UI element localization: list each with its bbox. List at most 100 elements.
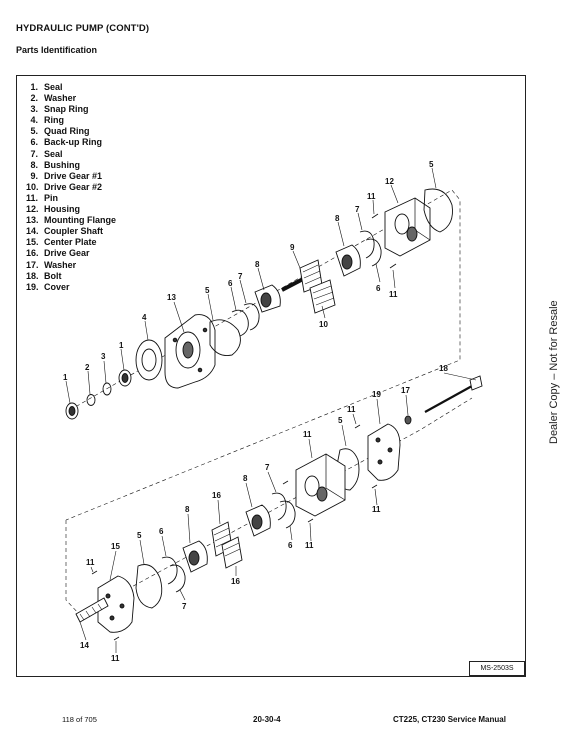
page-title: HYDRAULIC PUMP (CONT'D): [16, 23, 150, 34]
housing-part: [295, 453, 346, 517]
back-up-ring-part: [161, 556, 178, 585]
exploded-pump-diagram: 1 2 3 1 4 13 5 6 7 8 9 10 8 7 11 12 5 6 …: [63, 160, 483, 663]
quad-ring-part: [135, 564, 163, 609]
callout-11: 11: [389, 290, 398, 299]
legend-item: 15. Center Plate: [26, 237, 116, 248]
callout-14: 14: [80, 641, 89, 650]
legend-item-number: 12.: [26, 204, 39, 215]
back-up-ring-part: [365, 238, 382, 267]
legend-item-label: Bolt: [44, 270, 62, 281]
callout-7: 7: [238, 272, 243, 281]
callout-9: 9: [290, 243, 295, 252]
legend-item-label: Mounting Flange: [44, 215, 116, 226]
callout-16: 16: [231, 577, 240, 586]
pin-part: [91, 570, 98, 575]
legend-item-number: 11.: [26, 192, 39, 203]
callout-7: 7: [182, 602, 187, 611]
callout-8: 8: [185, 505, 190, 514]
legend-item-number: 3.: [30, 104, 38, 115]
mounting-flange-part: [164, 314, 216, 389]
seal-ring-part: [359, 230, 375, 259]
callout-10: 10: [319, 320, 328, 329]
legend-item-number: 16.: [26, 248, 39, 259]
legend-item-number: 1.: [30, 82, 38, 92]
legend-item-label: Center Plate: [44, 237, 97, 248]
legend-item: 2.Washer: [26, 93, 116, 104]
callout-5: 5: [429, 160, 434, 169]
bushing-part: [245, 504, 271, 537]
legend-item: 14.Coupler Shaft: [26, 226, 116, 237]
legend-item-label: Pin: [44, 192, 59, 203]
callout-6: 6: [228, 279, 233, 288]
legend-item-number: 19.: [26, 281, 39, 292]
callout-11: 11: [305, 541, 314, 550]
callout-6: 6: [288, 541, 293, 550]
back-up-ring-part: [231, 309, 249, 337]
seal-ring-part: [243, 303, 260, 331]
legend-item: 9. Drive Gear #1: [26, 171, 116, 182]
legend-item-number: 17.: [26, 259, 39, 270]
bushing-part: [335, 244, 361, 277]
legend-item-number: 8.: [30, 159, 38, 170]
pin-part: [389, 263, 397, 269]
washer-part: [86, 394, 96, 406]
quad-ring-part: [209, 319, 241, 356]
section-subtitle: Parts Identification: [16, 45, 98, 55]
legend-item-label: Back-up Ring: [44, 137, 103, 148]
quad-ring-part: [423, 188, 453, 233]
legend-item-number: 9.: [30, 170, 38, 181]
page-number: 20-30-4: [253, 715, 281, 724]
figure-frame: [16, 75, 526, 677]
housing-part: [384, 197, 431, 257]
pin-part: [371, 213, 379, 219]
callout-2: 2: [85, 363, 90, 372]
callout-11: 11: [372, 505, 381, 514]
legend-item: 6.Back-up Ring: [26, 137, 116, 148]
legend-item-label: Drive Gear #1: [44, 170, 103, 181]
callout-1: 1: [63, 373, 68, 382]
callout-16: 16: [212, 491, 221, 500]
bushing-part: [182, 540, 208, 573]
callout-6: 6: [159, 527, 164, 536]
legend-item-number: 10.: [26, 181, 39, 192]
callout-17: 17: [401, 386, 410, 395]
callout-3: 3: [101, 352, 106, 361]
callout-11: 11: [86, 558, 95, 567]
callout-11: 11: [303, 430, 312, 439]
callout-5: 5: [338, 416, 343, 425]
callout-13: 13: [167, 293, 176, 302]
callout-8: 8: [255, 260, 260, 269]
legend-item-label: Seal: [44, 148, 63, 159]
drive-gear-part: [221, 536, 243, 569]
legend-item-label: Drive Gear: [44, 248, 90, 259]
callout-11: 11: [347, 405, 356, 414]
seal-ring-part: [271, 492, 287, 521]
legend-item-number: 5.: [30, 126, 38, 137]
legend-item: 19.Cover: [26, 282, 116, 293]
back-up-ring-part: [279, 500, 296, 529]
callout-1: 1: [119, 341, 124, 350]
legend-item: 13. Mounting Flange: [26, 215, 116, 226]
callout-12: 12: [385, 177, 394, 186]
legend-item: 17.Washer: [26, 260, 116, 271]
seal-ring-part: [169, 564, 186, 593]
callout-8: 8: [243, 474, 248, 483]
legend-item-number: 13.: [26, 215, 39, 226]
page-count: 118 of 705: [62, 715, 97, 724]
callout-5: 5: [137, 531, 142, 540]
callout-8: 8: [335, 214, 340, 223]
washer-part: [404, 415, 412, 425]
coupler-shaft-part: [75, 597, 109, 623]
callout-19: 19: [372, 390, 381, 399]
legend-item: 16. Drive Gear: [26, 248, 116, 259]
pin-part: [113, 636, 120, 641]
legend-item: 5. Quad Ring: [26, 126, 116, 137]
legend-item: 3.Snap Ring: [26, 104, 116, 115]
legend-item-number: 2.: [30, 93, 38, 104]
legend-item-number: 15.: [26, 237, 39, 248]
legend-item-label: Quad Ring: [44, 126, 90, 137]
seal-part: [118, 369, 132, 387]
legend-item: 1.Seal: [26, 82, 116, 93]
pin-part: [354, 424, 361, 429]
